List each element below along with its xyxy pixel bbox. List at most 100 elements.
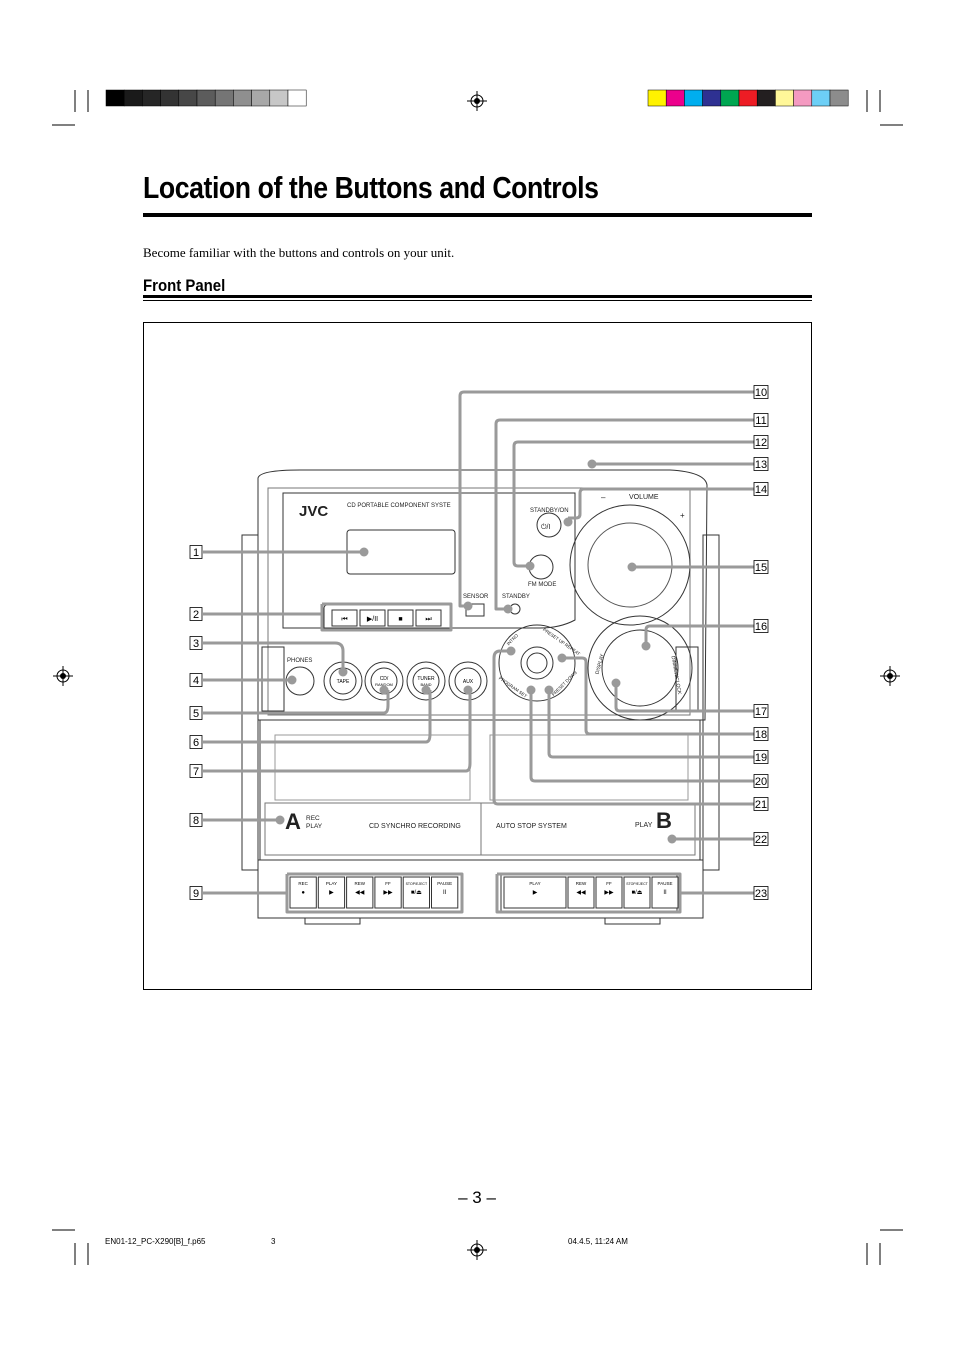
callout-box (753, 619, 769, 633)
callout-number: 13 (755, 459, 767, 471)
display-label: DISPLAY (595, 653, 606, 675)
source-button-label: TUNER (417, 676, 435, 682)
callout-box (753, 435, 769, 449)
callout-number: 5 (193, 708, 199, 720)
base-body (257, 859, 704, 919)
deck-key[interactable] (346, 876, 374, 909)
grayscale-color-bar (105, 89, 307, 107)
deck-a-letter: A (285, 809, 301, 834)
cd-button[interactable] (387, 609, 414, 627)
footer-timestamp: 04.4.5, 11:24 AM (568, 1237, 628, 1246)
callout-number: 15 (755, 562, 767, 574)
cross-control-ring (498, 624, 576, 702)
callout-dot (503, 604, 513, 614)
callout-dot (338, 667, 348, 677)
callout-line (614, 683, 754, 713)
cd-button[interactable] (331, 609, 358, 627)
section-rule (143, 295, 812, 301)
callout-line (203, 872, 464, 914)
footer-page: 3 (271, 1237, 276, 1246)
deck-key-label: PLAY (326, 881, 337, 886)
callout-dot (525, 561, 535, 571)
deck-key[interactable] (317, 876, 346, 909)
standby-on-button-shape (536, 512, 562, 538)
power-symbol: ⏻/I (541, 523, 550, 531)
deck-key[interactable] (651, 876, 679, 909)
callout-box (753, 704, 769, 718)
callout-number: 7 (193, 766, 199, 778)
callout-dot (544, 685, 554, 695)
cd-button-symbol: ▶/II (367, 616, 378, 623)
registration-target-bottom (467, 1240, 487, 1260)
callout-number: 9 (193, 888, 199, 900)
callout-dot (421, 685, 431, 695)
callout-box (189, 706, 203, 720)
callout-box (189, 764, 203, 778)
callout-dot (587, 459, 597, 469)
callout-box (189, 673, 203, 687)
deck-key[interactable] (402, 876, 431, 909)
deck-key[interactable] (595, 876, 623, 909)
deck-key-label: REC (298, 881, 308, 886)
phones-label: PHONES (287, 658, 312, 664)
callout-dot (463, 685, 473, 695)
figure-frame (143, 322, 812, 990)
volume-minus-label: – (601, 493, 606, 502)
callout-line (492, 649, 754, 806)
upper-body (257, 469, 708, 721)
deck-key[interactable] (289, 876, 317, 909)
crop-marks (52, 90, 903, 1265)
intro-text: Become familiar with the buttons and con… (143, 245, 455, 260)
callout-dot (506, 646, 516, 656)
volume-knob-outer (569, 504, 691, 626)
deck-key[interactable] (431, 876, 459, 909)
callout-box (753, 727, 769, 741)
callout-box (753, 413, 769, 427)
cd-button-symbol: ⏮ (341, 616, 347, 623)
deck-key-symbol: ■/⏏ (411, 890, 422, 896)
model-text: CD PORTABLE COMPONENT SYSTE (347, 503, 451, 509)
page-number: – 3 – (458, 1188, 496, 1207)
deck-key[interactable] (374, 876, 402, 909)
cd-button[interactable] (359, 609, 386, 627)
callout-box (753, 385, 769, 399)
deck-key-symbol: ▶ (329, 890, 334, 896)
callout-number: 10 (755, 387, 767, 399)
callout-line (494, 418, 754, 611)
callout-box (753, 797, 769, 811)
deck-a-rec-label: REC (306, 815, 320, 822)
deck-key[interactable] (567, 876, 595, 909)
volume-plus-label: + (680, 511, 685, 520)
deck-key[interactable] (503, 876, 567, 909)
registration-target-top (467, 91, 487, 111)
callout-dot (563, 517, 573, 527)
callout-dot (667, 834, 677, 844)
callout-dots (275, 459, 677, 844)
registration-target-right (880, 666, 900, 686)
deck-key-symbol: ▶▶ (604, 890, 614, 896)
source-button-sublabel: BAND (420, 682, 431, 687)
footer-file: EN01-12_PC-X290[B]_f.p65 (105, 1237, 206, 1246)
callout-number: 16 (755, 621, 767, 633)
callout-box (189, 545, 203, 559)
callout-number: 11 (755, 415, 766, 427)
deck-key-label: FF (385, 881, 391, 886)
volume-label: VOLUME (629, 494, 659, 501)
process-color-bar (647, 89, 849, 107)
cd-button[interactable] (415, 609, 442, 627)
display-panel (282, 492, 576, 629)
deck-key-label: FF (606, 881, 612, 886)
callout-dot (611, 678, 621, 688)
deck-a-play-label: PLAY (306, 823, 323, 830)
callout-number: 1 (193, 547, 199, 559)
callout-box (753, 560, 769, 574)
color-swatch (829, 89, 849, 107)
callout-line (203, 690, 390, 715)
callout-box (753, 750, 769, 764)
deck-key[interactable] (623, 876, 651, 909)
callout-number: 21 (755, 799, 767, 811)
